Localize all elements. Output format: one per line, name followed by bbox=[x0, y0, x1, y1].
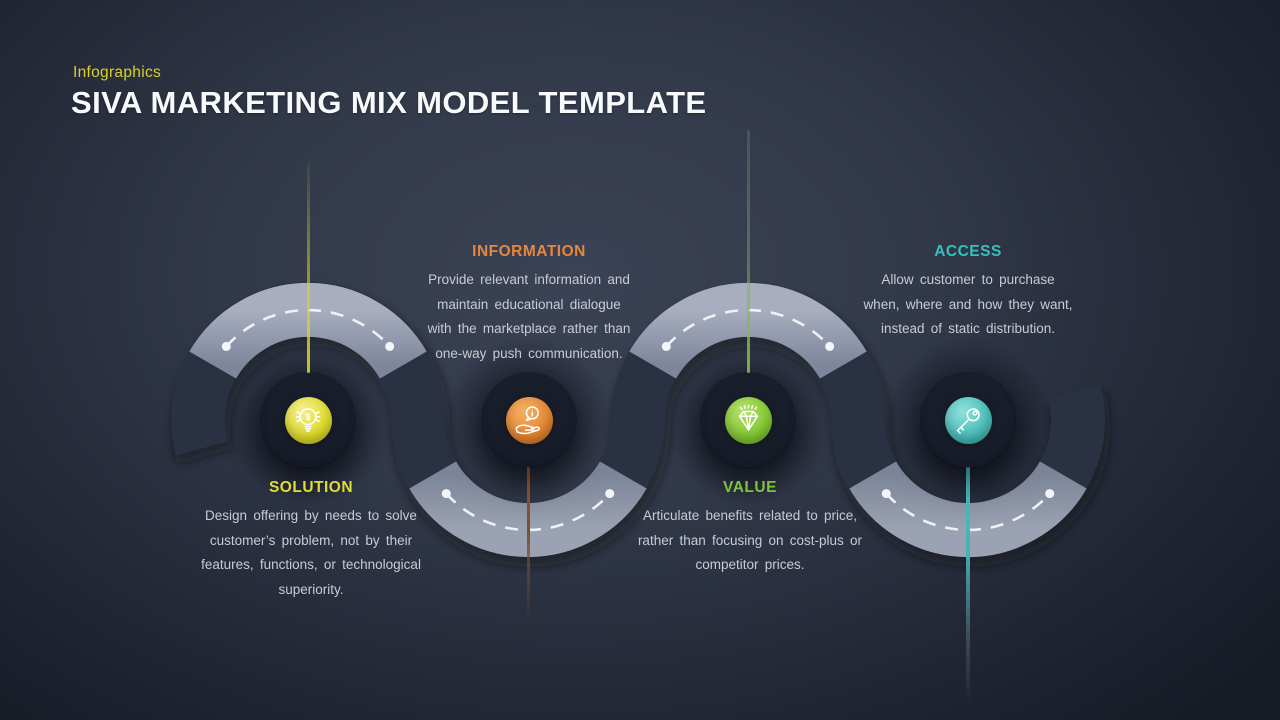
node-value-badge bbox=[724, 396, 772, 444]
node-access bbox=[921, 373, 1015, 467]
svg-text:$: $ bbox=[306, 412, 311, 422]
bulb-dollar-icon: $ bbox=[291, 403, 325, 437]
section-solution-description: Design offering by needs to solve custom… bbox=[201, 508, 421, 597]
section-information: INFORMATION Provide relevant information… bbox=[389, 243, 669, 366]
section-solution-title: SOLUTION bbox=[268, 479, 354, 496]
connector-line-value bbox=[747, 130, 750, 422]
node-value bbox=[701, 373, 795, 467]
hand-info-icon bbox=[512, 403, 546, 437]
section-information-description: Provide relevant information and maintai… bbox=[427, 272, 631, 361]
node-solution-badge: $ bbox=[284, 396, 332, 444]
eyebrow-label: Infographics bbox=[73, 64, 162, 81]
section-value: VALUE Articulate benefits related to pri… bbox=[610, 479, 890, 578]
connector-line-information bbox=[527, 418, 530, 623]
node-information-badge bbox=[505, 396, 553, 444]
node-information bbox=[482, 373, 576, 467]
connector-line-solution bbox=[307, 162, 310, 422]
connector-line-access bbox=[966, 418, 970, 703]
centerline-dots bbox=[221, 341, 1055, 499]
section-access-title: ACCESS bbox=[934, 243, 1002, 260]
key-icon bbox=[951, 403, 985, 437]
section-information-title: INFORMATION bbox=[472, 243, 586, 260]
diamond-icon bbox=[731, 403, 765, 437]
node-solution: $ bbox=[261, 373, 355, 467]
section-value-title: VALUE bbox=[723, 479, 777, 496]
section-value-description: Articulate benefits related to price, ra… bbox=[637, 508, 863, 573]
section-access-description: Allow customer to purchase when, where a… bbox=[863, 272, 1073, 337]
section-solution: SOLUTION Design offering by needs to sol… bbox=[171, 479, 451, 602]
section-access: ACCESS Allow customer to purchase when, … bbox=[828, 243, 1108, 342]
page-title: SIVA MARKETING MIX MODEL TEMPLATE bbox=[71, 85, 707, 120]
node-access-badge bbox=[944, 396, 992, 444]
dashed-centerlines bbox=[225, 308, 1051, 532]
